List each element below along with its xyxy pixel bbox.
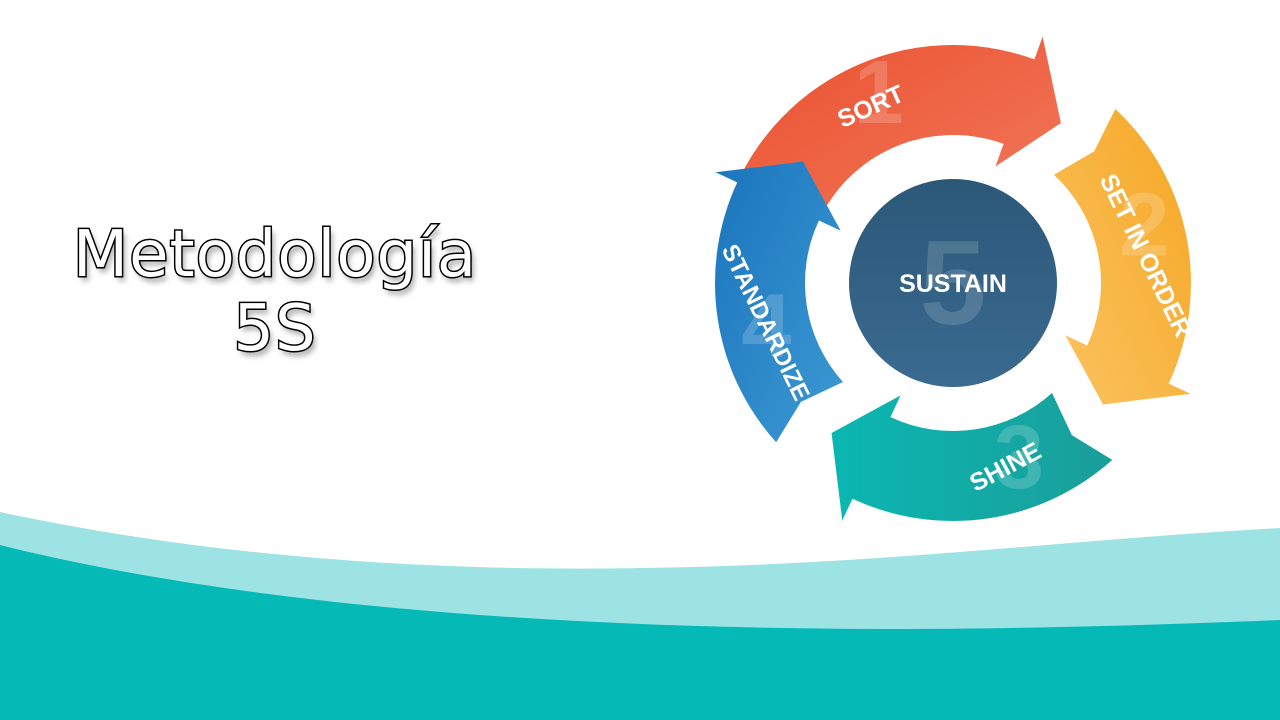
wave-dark-band <box>0 545 1280 720</box>
title-line-2: 5S <box>232 291 317 368</box>
step-number-3: 3 <box>994 408 1044 508</box>
center-sustain-circle: 5 SUSTAIN <box>849 179 1057 387</box>
center-number-5: 5 <box>920 216 987 350</box>
step-number-2: 2 <box>1119 176 1169 276</box>
slide-title: Metodología 5S <box>20 217 530 368</box>
center-label-sustain: SUSTAIN <box>899 270 1007 298</box>
step-number-1: 1 <box>854 43 904 143</box>
step-set-in-order-arrow: 2 SET IN ORDER <box>1053 108 1197 405</box>
title-line-1: Metodología <box>71 217 478 294</box>
step-number-4: 4 <box>742 277 792 377</box>
step-standardize-arrow: 4 STANDARDIZE <box>715 161 844 443</box>
step-shine-arrow: 3 SHINE <box>831 392 1113 521</box>
